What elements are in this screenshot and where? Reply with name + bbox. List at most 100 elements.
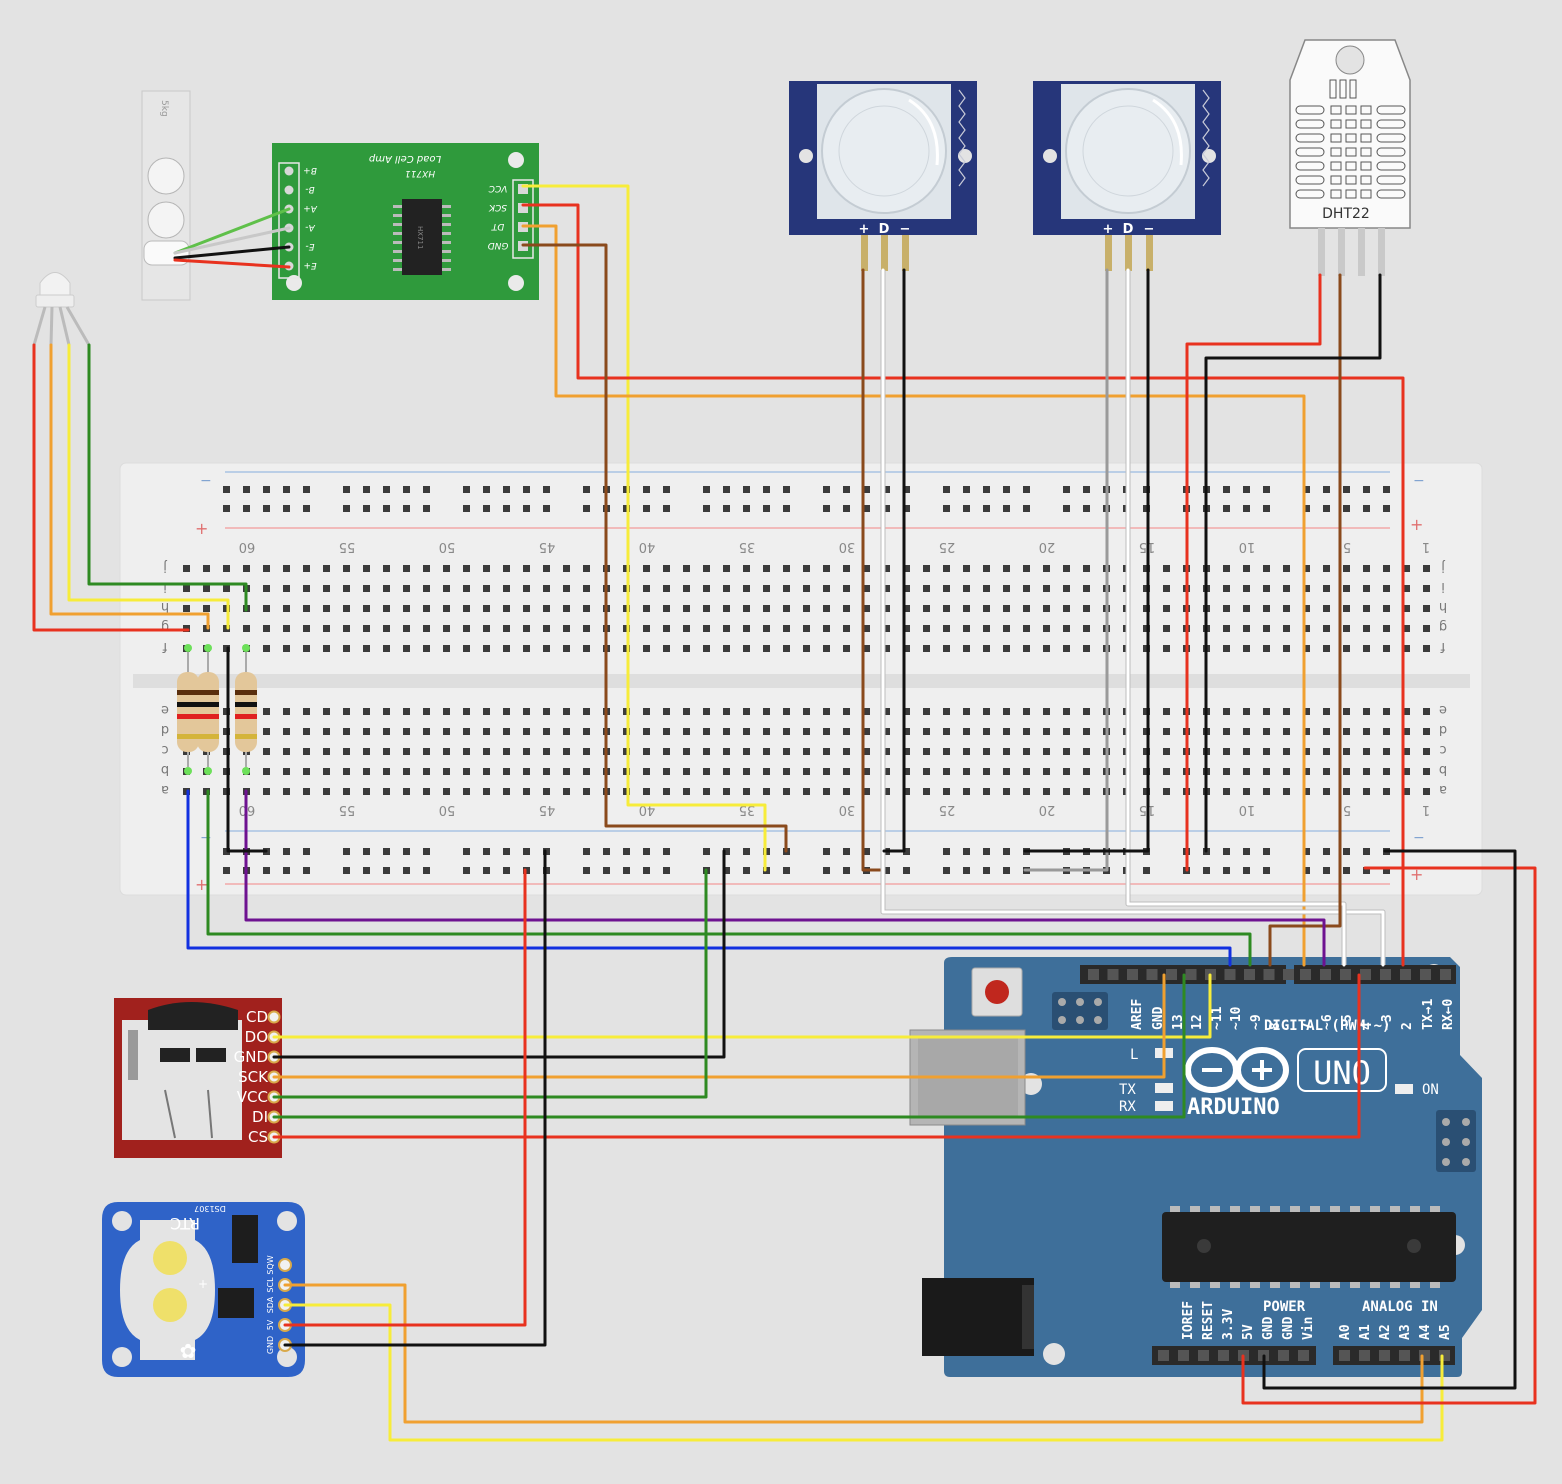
- breadboard-hole[interactable]: [1083, 708, 1090, 715]
- breadboard-hole[interactable]: [263, 867, 270, 874]
- breadboard-hole[interactable]: [703, 486, 710, 493]
- breadboard-hole[interactable]: [1243, 728, 1250, 735]
- breadboard-hole[interactable]: [443, 768, 450, 775]
- breadboard-hole[interactable]: [903, 585, 910, 592]
- breadboard-hole[interactable]: [823, 645, 830, 652]
- breadboard-hole[interactable]: [663, 708, 670, 715]
- breadboard-hole[interactable]: [1043, 605, 1050, 612]
- breadboard-hole[interactable]: [1263, 708, 1270, 715]
- breadboard-hole[interactable]: [543, 565, 550, 572]
- breadboard-hole[interactable]: [423, 605, 430, 612]
- breadboard-hole[interactable]: [583, 565, 590, 572]
- breadboard-hole[interactable]: [583, 486, 590, 493]
- resistor[interactable]: [235, 644, 257, 775]
- breadboard-hole[interactable]: [383, 505, 390, 512]
- breadboard-hole[interactable]: [383, 625, 390, 632]
- breadboard-hole[interactable]: [823, 848, 830, 855]
- breadboard-hole[interactable]: [883, 788, 890, 795]
- breadboard-hole[interactable]: [883, 585, 890, 592]
- breadboard-hole[interactable]: [1403, 748, 1410, 755]
- breadboard-hole[interactable]: [523, 486, 530, 493]
- breadboard-hole[interactable]: [423, 748, 430, 755]
- breadboard-hole[interactable]: [1023, 788, 1030, 795]
- breadboard-hole[interactable]: [543, 625, 550, 632]
- breadboard-hole[interactable]: [523, 748, 530, 755]
- breadboard-hole[interactable]: [803, 728, 810, 735]
- breadboard-hole[interactable]: [1343, 848, 1350, 855]
- breadboard-hole[interactable]: [1063, 728, 1070, 735]
- breadboard-hole[interactable]: [863, 728, 870, 735]
- breadboard-hole[interactable]: [763, 768, 770, 775]
- breadboard-hole[interactable]: [443, 585, 450, 592]
- breadboard-hole[interactable]: [703, 585, 710, 592]
- breadboard-hole[interactable]: [583, 848, 590, 855]
- breadboard-hole[interactable]: [763, 625, 770, 632]
- breadboard-hole[interactable]: [663, 788, 670, 795]
- breadboard-hole[interactable]: [1423, 645, 1430, 652]
- breadboard-hole[interactable]: [1043, 708, 1050, 715]
- breadboard-hole[interactable]: [1083, 625, 1090, 632]
- breadboard-hole[interactable]: [1403, 708, 1410, 715]
- header-socket[interactable]: [1359, 1350, 1370, 1361]
- breadboard-hole[interactable]: [383, 748, 390, 755]
- breadboard-hole[interactable]: [883, 605, 890, 612]
- breadboard-hole[interactable]: [763, 645, 770, 652]
- breadboard-hole[interactable]: [703, 728, 710, 735]
- breadboard-hole[interactable]: [1163, 708, 1170, 715]
- breadboard-hole[interactable]: [663, 748, 670, 755]
- breadboard-hole[interactable]: [1363, 505, 1370, 512]
- breadboard-hole[interactable]: [1063, 585, 1070, 592]
- breadboard-hole[interactable]: [503, 708, 510, 715]
- breadboard-hole[interactable]: [783, 788, 790, 795]
- breadboard-hole[interactable]: [503, 605, 510, 612]
- breadboard-hole[interactable]: [303, 788, 310, 795]
- breadboard-hole[interactable]: [943, 486, 950, 493]
- breadboard-hole[interactable]: [303, 645, 310, 652]
- breadboard-hole[interactable]: [703, 625, 710, 632]
- breadboard-hole[interactable]: [683, 728, 690, 735]
- breadboard-hole[interactable]: [343, 505, 350, 512]
- breadboard-hole[interactable]: [543, 605, 550, 612]
- breadboard-hole[interactable]: [363, 605, 370, 612]
- breadboard-hole[interactable]: [1003, 486, 1010, 493]
- breadboard-hole[interactable]: [903, 867, 910, 874]
- breadboard-hole[interactable]: [203, 625, 210, 632]
- breadboard-hole[interactable]: [563, 605, 570, 612]
- breadboard-hole[interactable]: [863, 625, 870, 632]
- breadboard-hole[interactable]: [1383, 728, 1390, 735]
- breadboard-hole[interactable]: [823, 505, 830, 512]
- breadboard-hole[interactable]: [403, 867, 410, 874]
- breadboard-hole[interactable]: [383, 708, 390, 715]
- breadboard-hole[interactable]: [1223, 728, 1230, 735]
- breadboard-hole[interactable]: [603, 848, 610, 855]
- breadboard-hole[interactable]: [303, 728, 310, 735]
- header-socket[interactable]: [1283, 969, 1294, 980]
- breadboard-hole[interactable]: [223, 486, 230, 493]
- breadboard-hole[interactable]: [303, 748, 310, 755]
- breadboard-hole[interactable]: [323, 585, 330, 592]
- breadboard-hole[interactable]: [1223, 486, 1230, 493]
- breadboard-hole[interactable]: [1383, 565, 1390, 572]
- breadboard-hole[interactable]: [223, 848, 230, 855]
- breadboard-hole[interactable]: [463, 788, 470, 795]
- breadboard-hole[interactable]: [663, 867, 670, 874]
- breadboard-hole[interactable]: [1363, 645, 1370, 652]
- breadboard-hole[interactable]: [743, 788, 750, 795]
- breadboard-hole[interactable]: [423, 708, 430, 715]
- breadboard-hole[interactable]: [283, 867, 290, 874]
- breadboard-hole[interactable]: [1423, 625, 1430, 632]
- breadboard-hole[interactable]: [363, 645, 370, 652]
- breadboard-hole[interactable]: [323, 728, 330, 735]
- breadboard-hole[interactable]: [963, 867, 970, 874]
- breadboard-hole[interactable]: [1343, 565, 1350, 572]
- breadboard-hole[interactable]: [783, 748, 790, 755]
- breadboard-hole[interactable]: [1343, 867, 1350, 874]
- breadboard-hole[interactable]: [903, 605, 910, 612]
- breadboard-hole[interactable]: [263, 645, 270, 652]
- breadboard-hole[interactable]: [463, 708, 470, 715]
- breadboard-hole[interactable]: [1043, 625, 1050, 632]
- breadboard-hole[interactable]: [983, 708, 990, 715]
- breadboard-hole[interactable]: [1283, 728, 1290, 735]
- breadboard-hole[interactable]: [263, 788, 270, 795]
